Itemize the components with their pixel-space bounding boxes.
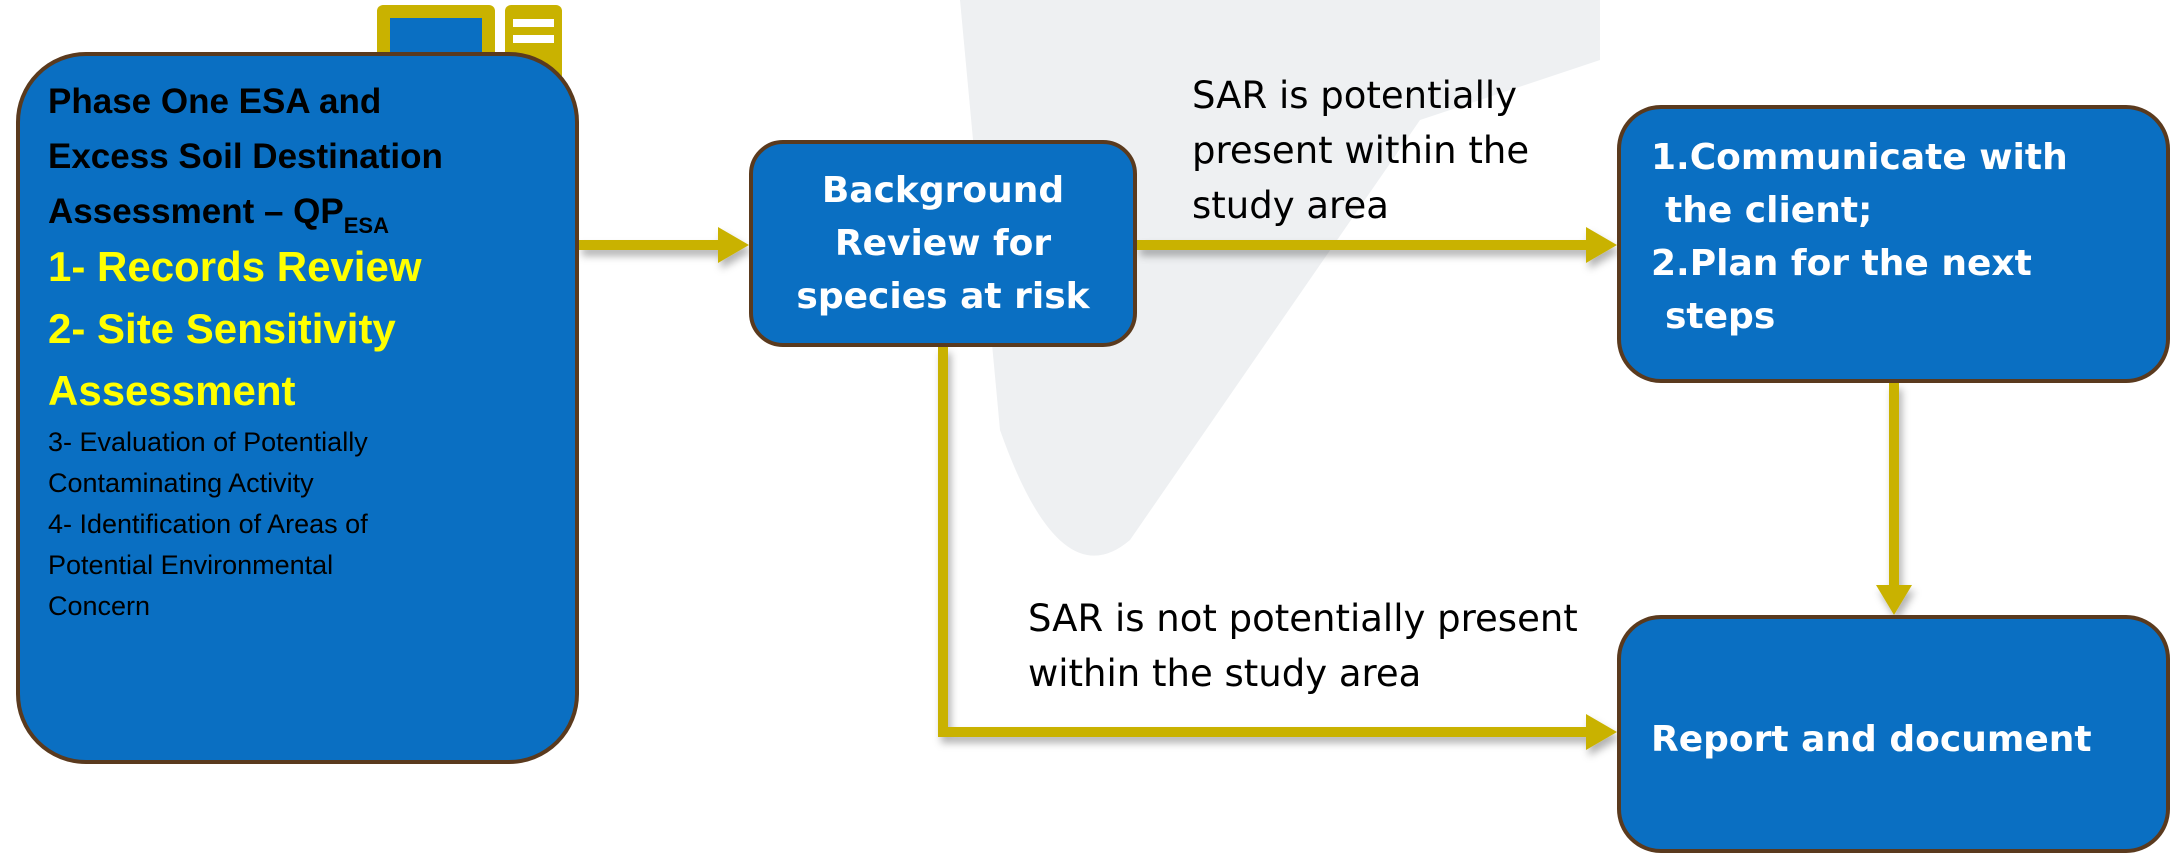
text-line: within the study area <box>1028 652 1422 695</box>
step-site-sensitivity-cont: Assessment <box>48 367 296 414</box>
step-site-sensitivity: 2- Site Sensitivity <box>48 305 396 352</box>
title-line: Phase One ESA and <box>48 82 382 121</box>
text-line: SAR is potentially <box>1192 74 1518 117</box>
text-line: study area <box>1192 184 1389 227</box>
text-line: Review for <box>834 223 1052 264</box>
report-text: Report and document <box>1651 719 2092 760</box>
step-line: Potential Environmental <box>48 550 334 580</box>
title-subscript: ESA <box>343 213 389 238</box>
text-line: Background <box>821 170 1065 211</box>
report-box: Report and document <box>1617 615 2170 853</box>
title-line: Assessment – QPESA <box>48 192 389 238</box>
step-line: 4- Identification of Areas of <box>48 509 368 539</box>
step-line: Contaminating Activity <box>48 468 314 498</box>
title-line: Excess Soil Destination <box>48 137 443 176</box>
label-sar-present: SAR is potentially present within the st… <box>1192 68 1592 233</box>
label-sar-not-present: SAR is not potentially present within th… <box>1028 591 1628 701</box>
other-steps: 3- Evaluation of Potentially Contaminati… <box>48 422 568 627</box>
arrow-background-to-communicate <box>1137 227 1617 263</box>
arrow-phase-to-background <box>579 227 749 263</box>
text-line: SAR is not potentially present <box>1028 597 1578 640</box>
highlighted-steps: 1- Records Review 2- Site Sensitivity As… <box>48 236 568 422</box>
phase-one-title: Phase One ESA and Excess Soil Destinatio… <box>48 74 548 253</box>
arrow-communicate-to-report <box>1876 383 1912 615</box>
phase-one-box <box>16 52 579 764</box>
step-line: 3- Evaluation of Potentially <box>48 427 368 457</box>
text-line: species at risk <box>796 276 1090 317</box>
text-line: present within the <box>1192 129 1530 172</box>
background-review-box: Background Review for species at risk <box>749 140 1137 347</box>
step-records-review: 1- Records Review <box>48 243 422 290</box>
background-review-text: Background Review for species at risk <box>753 164 1133 323</box>
step-line: Concern <box>48 591 151 621</box>
